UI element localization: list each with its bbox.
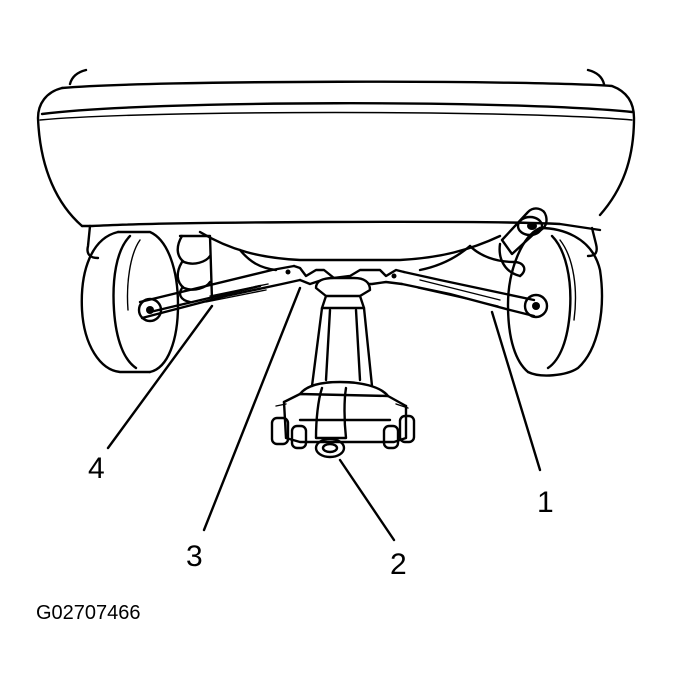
- rear-axle-beam: [137, 264, 549, 323]
- right-shock-mount: [498, 207, 548, 278]
- left-spring: [176, 234, 214, 304]
- vehicle-rear-body: [36, 68, 636, 260]
- callout-3: 3: [186, 540, 203, 573]
- callout-2: 2: [390, 548, 407, 581]
- callout-1: 1: [537, 486, 554, 519]
- figure-id: G02707466: [36, 602, 141, 624]
- leader-lines: [106, 286, 542, 542]
- underbody-center: [198, 230, 526, 278]
- leader-line-4: [106, 304, 214, 450]
- floor-jack: [270, 276, 416, 459]
- callout-4: 4: [88, 452, 105, 485]
- leader-line-1: [490, 310, 542, 472]
- leader-line-2: [338, 458, 396, 542]
- leader-line-3: [202, 286, 302, 532]
- right-rear-wheel: [506, 226, 604, 377]
- left-rear-wheel: [80, 230, 180, 374]
